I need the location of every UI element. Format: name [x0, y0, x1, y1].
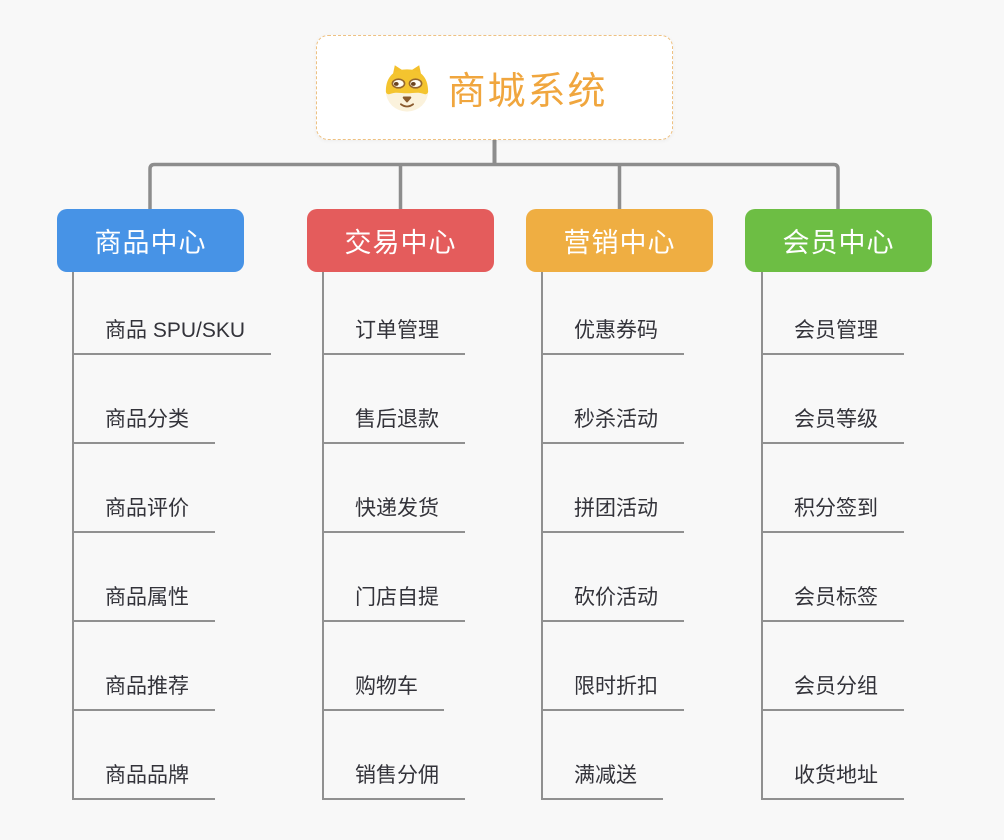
- branch-rail-line: [148, 162, 840, 209]
- branch-label: 营销中心: [563, 228, 676, 258]
- subtopic-node[interactable]: 限时折扣: [541, 672, 684, 711]
- subtopic-node[interactable]: 会员分组: [761, 672, 904, 711]
- subtopic-node[interactable]: 优惠券码: [541, 316, 684, 355]
- subtopic-node[interactable]: 销售分佣: [322, 761, 465, 800]
- subtopic-node[interactable]: 会员等级: [761, 405, 904, 444]
- dog-face-icon: [386, 64, 429, 112]
- subtopic-node[interactable]: 购物车: [322, 672, 444, 711]
- subtopic-node[interactable]: 商品 SPU/SKU: [72, 316, 272, 355]
- branch-node-trade[interactable]: 交易中心: [307, 209, 494, 272]
- branch-label: 商品中心: [94, 228, 207, 258]
- branch-label: 会员中心: [782, 228, 895, 258]
- subtopic-node[interactable]: 会员管理: [761, 316, 904, 355]
- subtopic-node[interactable]: 售后退款: [322, 405, 465, 444]
- subtopic-node[interactable]: 门店自提: [322, 583, 465, 622]
- subtopic-node[interactable]: 砍价活动: [541, 583, 684, 622]
- subtopic-node[interactable]: 商品推荐: [72, 672, 215, 711]
- subtopic-node[interactable]: 订单管理: [322, 316, 465, 355]
- subtopic-node[interactable]: 商品评价: [72, 494, 215, 533]
- subtopic-node[interactable]: 快递发货: [322, 494, 465, 533]
- subtopic-node[interactable]: 收货地址: [761, 761, 904, 800]
- branch-node-member[interactable]: 会员中心: [745, 209, 932, 272]
- branch-node-marketing[interactable]: 营销中心: [526, 209, 713, 272]
- subtopic-node[interactable]: 会员标签: [761, 583, 904, 622]
- branch-column-member: 会员管理 会员等级 积分签到 会员标签 会员分组 收货地址: [761, 272, 904, 800]
- branch-node-product[interactable]: 商品中心: [57, 209, 244, 272]
- subtopic-node[interactable]: 秒杀活动: [541, 405, 684, 444]
- branch-column-product: 商品 SPU/SKU 商品分类 商品评价 商品属性 商品推荐 商品品牌: [72, 272, 272, 800]
- subtopic-node[interactable]: 商品属性: [72, 583, 215, 622]
- subtopic-node[interactable]: 积分签到: [761, 494, 904, 533]
- branch-label: 交易中心: [344, 228, 457, 258]
- branch-column-marketing: 优惠券码 秒杀活动 拼团活动 砍价活动 限时折扣 满减送: [541, 272, 684, 800]
- root-topic-title: 商城系统: [447, 71, 608, 113]
- branch-column-trade: 订单管理 售后退款 快递发货 门店自提 购物车 销售分佣: [322, 272, 465, 800]
- root-topic-node[interactable]: 商城系统: [316, 35, 673, 140]
- subtopic-node[interactable]: 拼团活动: [541, 494, 684, 533]
- subtopic-node[interactable]: 商品分类: [72, 405, 215, 444]
- subtopic-node[interactable]: 满减送: [541, 761, 663, 800]
- subtopic-node[interactable]: 商品品牌: [72, 761, 215, 800]
